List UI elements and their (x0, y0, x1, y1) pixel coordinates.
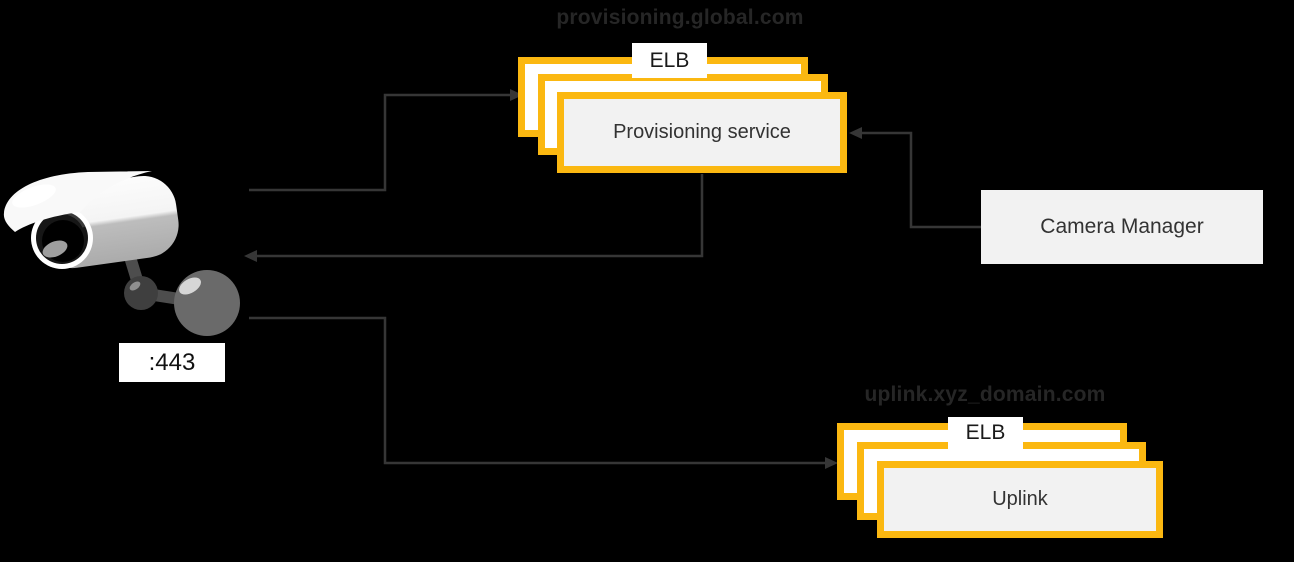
provisioning-domain-label: provisioning.global.com (556, 6, 804, 29)
arrow-provisioning-service-to-camera (244, 174, 704, 262)
arrow-camera-to-provisioning-elb (249, 89, 523, 192)
camera-port-badge: :443 (119, 343, 225, 382)
camera-manager-box: Camera Manager (981, 190, 1263, 264)
camera-port-label: :443 (148, 348, 196, 376)
provisioning-service-label: Provisioning service (613, 121, 791, 143)
provisioning-elb-tag: ELB (632, 43, 707, 78)
security-camera-icon (3, 171, 240, 336)
arrow-camera-to-uplink-elb (249, 316, 838, 469)
uplink-service-label: Uplink (992, 488, 1048, 510)
uplink-domain-label: uplink.xyz_domain.com (864, 383, 1106, 406)
uplink-elb-label: ELB (965, 421, 1006, 444)
camera-manager-label: Camera Manager (1040, 215, 1204, 238)
arrow-camera-manager-to-provisioning-service (849, 127, 981, 229)
provisioning-service-box: Provisioning service (557, 92, 847, 173)
uplink-elb-tag: ELB (948, 417, 1023, 449)
provisioning-elb-label: ELB (649, 48, 690, 72)
uplink-service-box: Uplink (877, 461, 1163, 538)
